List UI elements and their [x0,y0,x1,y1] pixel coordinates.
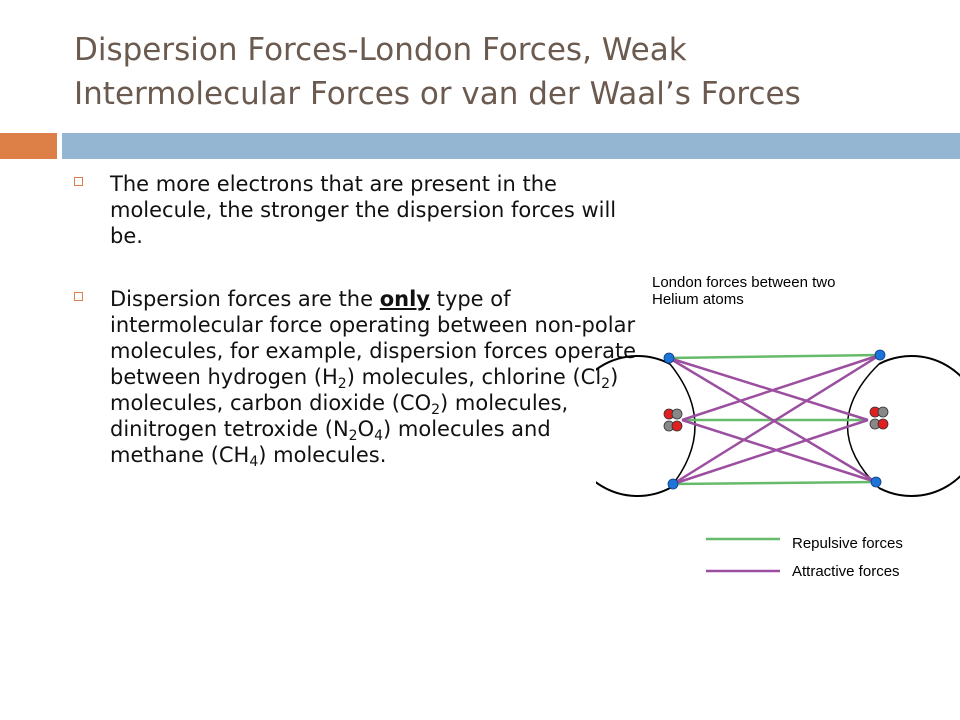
subscript: 2 [348,428,358,444]
electron-right-top [874,349,886,361]
emphasis-only: only [379,287,430,311]
subscript: 2 [601,376,611,392]
text-run: ) molecules, dinitrogen tetroxide (N [110,391,569,441]
left-atom-outline [596,355,671,497]
electron-right-bottom [870,476,882,488]
left-nucleus [663,408,683,432]
text-run: ) molecules and methane (CH [110,417,551,467]
left-atom-edge [669,363,696,489]
text-run: type of intermolecular force operating b… [110,287,637,389]
text-run: ) molecules, carbon dioxide (CO [110,365,619,415]
square-bullet-icon [74,292,83,301]
electrons [663,349,886,490]
bullet-list: The more electrons that are present in t… [74,171,644,470]
text-run: O [357,417,375,441]
subscript: 4 [374,428,384,444]
right-atom-outline [878,355,960,497]
diagram-heading-line-2: Helium atoms [652,291,744,308]
subscript: 2 [337,376,347,392]
attractive-line-1 [668,356,877,484]
slide-title-line-2: Intermolecular Forces or van der Waal’s … [74,76,801,112]
bullet-item-non-polar: Dispersion forces are the only type of i… [74,286,644,470]
bullet-item-electrons: The more electrons that are present in t… [74,171,644,249]
title-divider-bar [62,133,960,159]
text-run: Dispersion forces are the [110,287,380,311]
london-forces-diagram: London forces between two Helium atoms [596,262,960,592]
subscript: 2 [431,402,441,418]
subscript: 4 [249,454,259,470]
electron-left-top [663,352,675,364]
electron-left-bottom [667,478,679,490]
attractive-force-lines [668,353,881,486]
square-bullet-icon [74,177,83,186]
diagram-heading: London forces between two Helium atoms [652,274,912,308]
slide-title-line-1: Dispersion Forces-London Forces, Weak [74,32,687,68]
attractive-line-4 [668,356,869,422]
slide-title: Dispersion Forces-London Forces, Weak In… [74,28,934,116]
title-accent-bar [0,133,57,159]
attractive-line-5 [681,418,877,484]
attractive-line-3 [681,353,881,422]
repulsive-line-top [668,353,881,360]
right-nucleus [869,406,889,430]
text-run: ) molecules. [258,443,387,467]
legend-attractive-label: Attractive forces [792,563,900,580]
bullet-text: Dispersion forces are the only type of i… [110,286,644,470]
repulsive-line-bottom [672,480,877,486]
attractive-line-6 [672,418,869,486]
legend-repulsive-label: Repulsive forces [792,535,903,552]
attractive-line-2 [672,353,881,486]
diagram-heading-line-1: London forces between two [652,274,836,291]
bullet-text: The more electrons that are present in t… [110,172,617,248]
helium-atoms-svg [596,349,960,573]
text-run: ) molecules, chlorine (Cl [346,365,602,389]
